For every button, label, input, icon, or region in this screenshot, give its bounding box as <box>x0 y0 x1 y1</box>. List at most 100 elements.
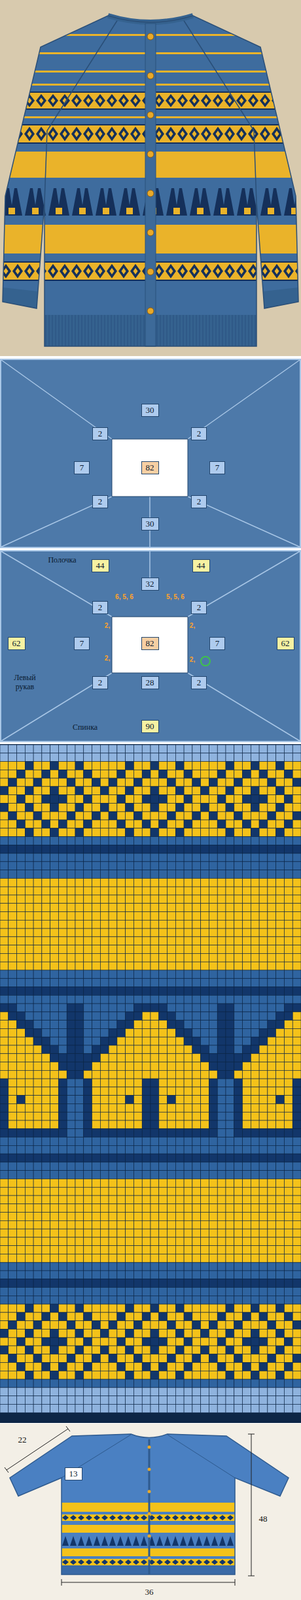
chart-cell <box>83 804 93 813</box>
chart-cell <box>108 1113 118 1123</box>
chart-cell <box>283 770 293 780</box>
chart-cell <box>292 804 301 813</box>
chart-cell <box>192 1071 201 1081</box>
rib-line <box>98 315 99 347</box>
chart-cell <box>100 762 109 772</box>
chart-cell <box>17 770 26 780</box>
chart-cell <box>200 804 210 813</box>
chart-cell <box>0 921 9 930</box>
chart-cell <box>276 1013 285 1023</box>
bird-motif <box>267 208 275 215</box>
chart-cell <box>58 1105 67 1114</box>
chart-cell <box>75 1022 84 1031</box>
chart-cell <box>217 754 226 763</box>
chart-cell <box>250 887 260 897</box>
chart-cell <box>192 762 201 772</box>
chart-cell <box>108 971 118 981</box>
diamond-motif <box>215 268 221 275</box>
chart-cell <box>108 896 118 905</box>
chart-cell <box>117 1055 126 1064</box>
chart-cell <box>100 996 109 1006</box>
rib-line <box>143 315 145 347</box>
chart-cell <box>200 829 210 839</box>
chart-cell <box>8 812 18 822</box>
chart-cell <box>250 921 260 930</box>
chart-cell <box>217 1055 226 1064</box>
chart-cell <box>250 980 260 989</box>
raglan-line <box>187 552 300 618</box>
chart-cell <box>100 963 109 972</box>
chart-cell <box>50 996 59 1006</box>
chart-cell <box>141 929 151 939</box>
chart-cell <box>150 1055 160 1064</box>
chart-cell <box>100 1105 109 1114</box>
diamond-motif <box>47 264 59 279</box>
chart-cell <box>192 804 201 813</box>
chart-cell <box>208 779 218 788</box>
chart-cell <box>234 1046 243 1056</box>
chart-cell <box>92 921 101 930</box>
chart-cell <box>259 963 268 972</box>
chart-cell <box>8 1029 18 1039</box>
chart-cell <box>50 963 59 972</box>
diamond-motif <box>298 98 301 105</box>
chart-cell <box>225 1063 235 1073</box>
chart-cell <box>17 1055 26 1064</box>
chart-cell <box>242 904 252 914</box>
chart-cell <box>108 829 118 839</box>
chart-cell <box>208 812 218 822</box>
chart-cell <box>242 971 252 981</box>
chart-cell <box>242 1071 252 1081</box>
chart-cell <box>58 879 67 888</box>
chart-cell <box>283 1046 293 1056</box>
chart-cell <box>159 921 168 930</box>
chart-cell <box>159 745 168 755</box>
diamond-motif <box>271 126 283 142</box>
chart-cell <box>175 921 184 930</box>
chart-cell <box>92 787 101 797</box>
diamond-motif <box>27 130 33 138</box>
chart-cell <box>83 963 93 972</box>
chart-cell <box>75 1097 84 1106</box>
rib-line <box>166 315 168 347</box>
chart-cell <box>217 863 226 872</box>
chart-cell <box>208 770 218 780</box>
chart-cell <box>33 1105 42 1114</box>
chart-cell <box>259 1005 268 1014</box>
chart-cell <box>150 1080 160 1089</box>
chart-cell <box>100 896 109 905</box>
chart-cell <box>8 863 18 872</box>
rib-line <box>88 315 89 347</box>
chart-cell <box>208 879 218 888</box>
chart-cell <box>183 796 193 805</box>
chart-cell <box>108 1071 118 1081</box>
diamond-motif <box>177 126 188 142</box>
chart-cell <box>234 838 243 847</box>
chart-cell <box>192 796 201 805</box>
chart-cell <box>250 779 260 788</box>
chart-cell <box>50 762 59 772</box>
chart-cell <box>225 1005 235 1014</box>
chart-cell <box>250 846 260 855</box>
chart-cell <box>283 980 293 989</box>
chart-cell <box>183 887 193 897</box>
chart-cell <box>108 921 118 930</box>
chart-cell <box>167 1046 177 1056</box>
chart-cell <box>192 1113 201 1123</box>
chart-cell <box>41 1113 51 1123</box>
chart-cell <box>159 996 168 1006</box>
chart-cell <box>24 1088 34 1098</box>
rib-line <box>173 315 175 347</box>
rib-line <box>32 315 34 347</box>
chart-cell <box>167 971 177 981</box>
chart-cell <box>92 954 101 964</box>
chart-cell <box>250 904 260 914</box>
chart-cell <box>267 1080 277 1089</box>
diamond-motif <box>59 94 71 108</box>
chart-cell <box>141 887 151 897</box>
chart-cell <box>292 863 301 872</box>
diamond-motif <box>118 126 129 142</box>
chart-cell <box>183 988 193 998</box>
diamond-motif <box>51 98 56 105</box>
chart-cell <box>208 913 218 922</box>
